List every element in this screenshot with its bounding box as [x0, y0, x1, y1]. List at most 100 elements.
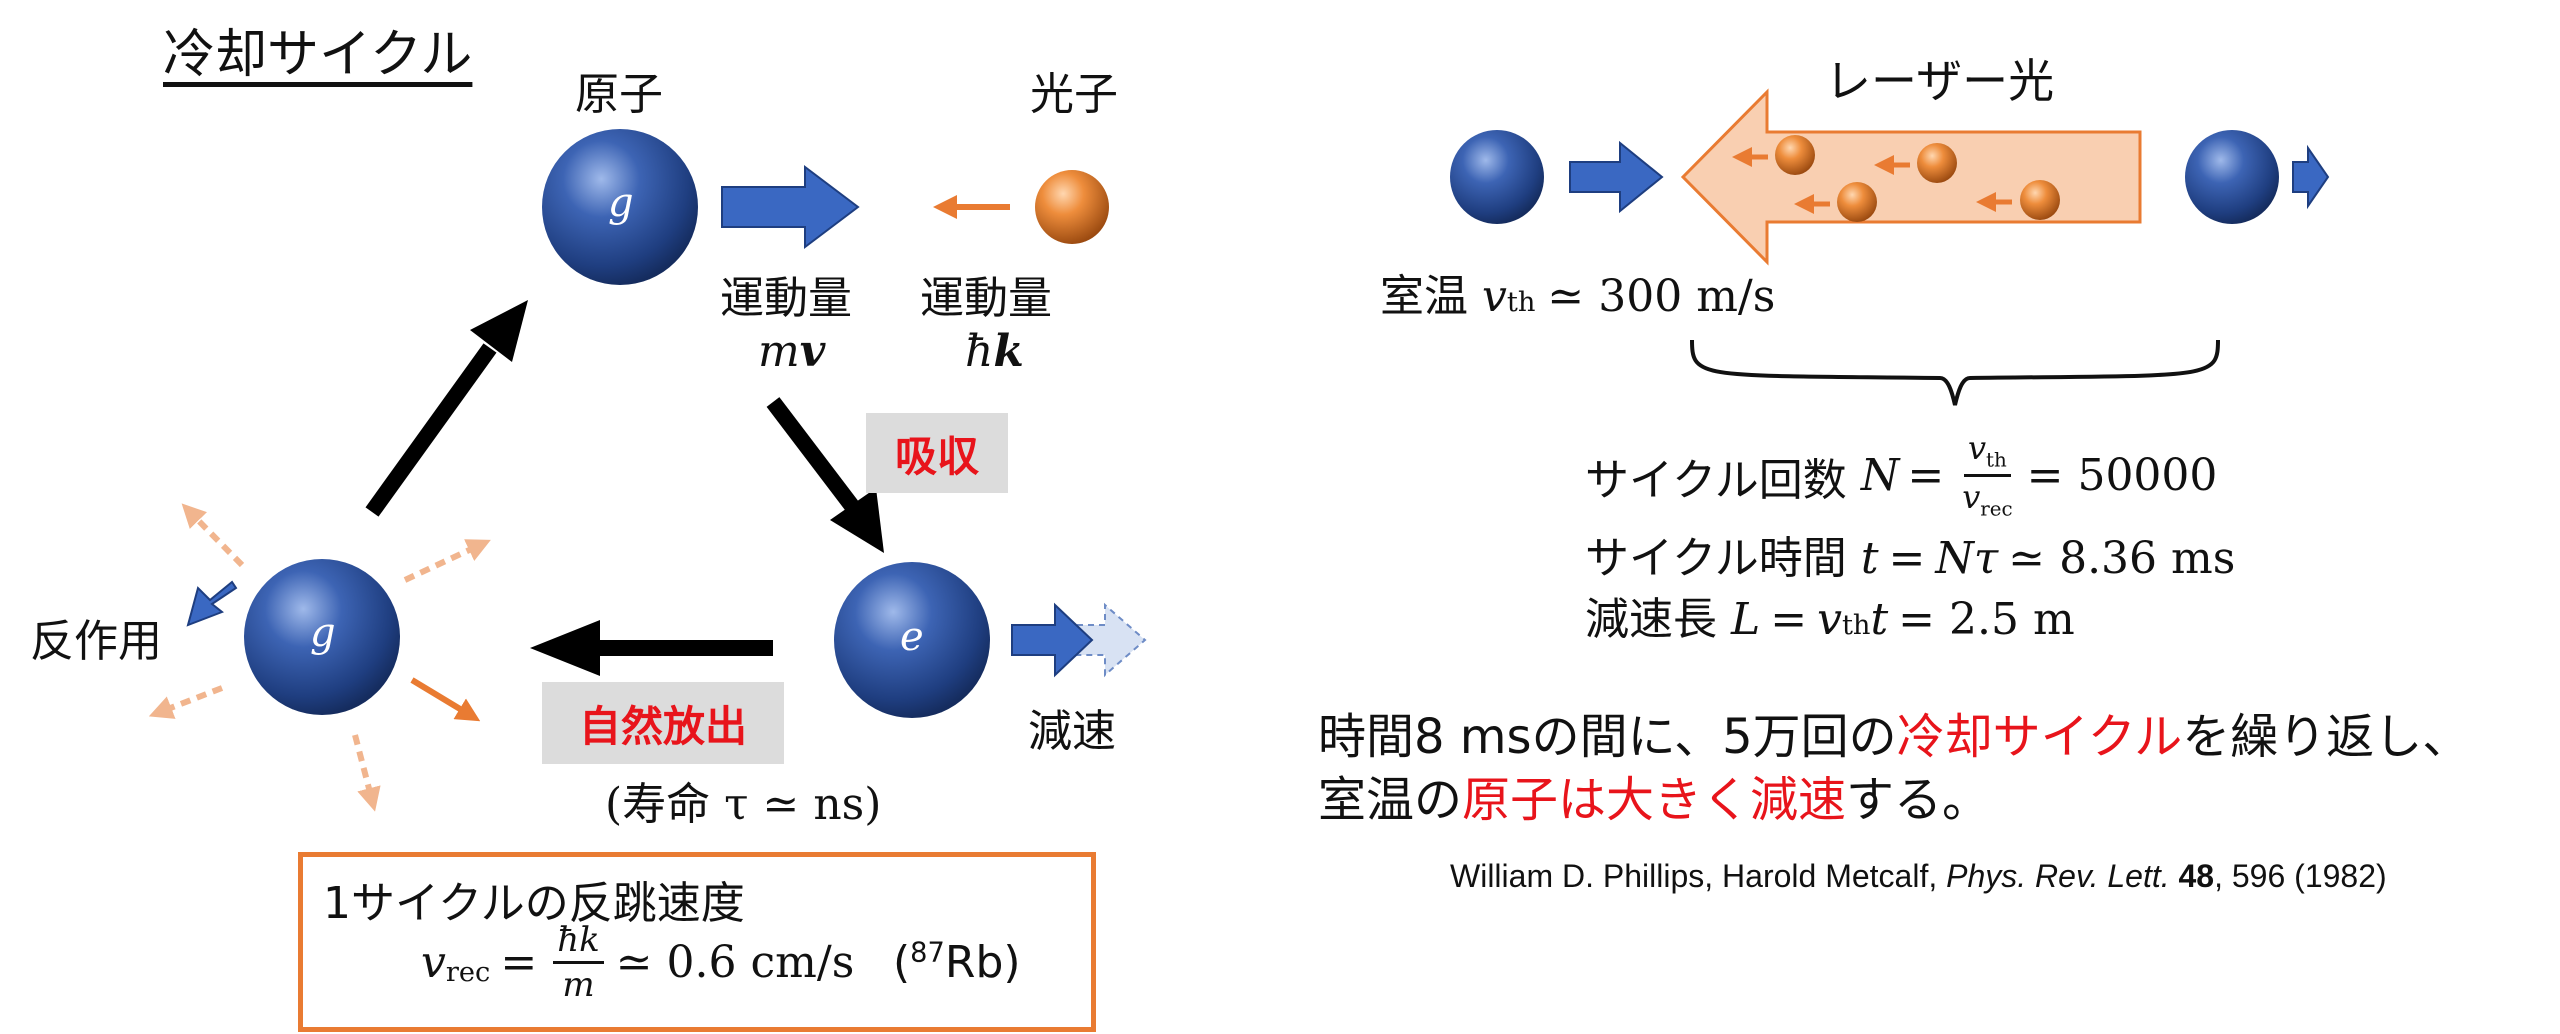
vth-value: ≃ 300 m/s: [1547, 271, 1776, 322]
cycle-arrow-down: [766, 397, 862, 515]
wave-vector: k: [993, 326, 1024, 377]
citation-volume: 48: [2178, 858, 2215, 894]
time-var: t: [1860, 533, 1879, 584]
atom-state-excited: e: [900, 614, 924, 660]
length-var: L: [1731, 594, 1761, 645]
atom-right-excited: [834, 562, 990, 718]
time-tau: τ: [1973, 533, 1999, 584]
length-t: t: [1870, 594, 1889, 645]
recoil-box-title: 1サイクルの反跳速度: [323, 878, 745, 929]
emission-dash-upright: [403, 539, 491, 583]
laser-photon: [2020, 180, 2060, 220]
laser-photon: [1775, 135, 1815, 175]
summary-2a: 室温の: [1318, 772, 1463, 828]
cycle-arrow-up: [365, 343, 497, 517]
mass-symbol: m: [758, 326, 800, 377]
velocity-vector: v: [799, 326, 826, 377]
recoil-approx: ≃ 0.6 cm/s: [615, 937, 855, 988]
cycles-value: = 50000: [2026, 450, 2218, 502]
vth-sub: th: [1506, 287, 1536, 318]
atom-momentum-label: 運動量: [720, 273, 852, 324]
cycles-label: サイクル回数: [1585, 454, 1847, 506]
photon-momentum-label: 運動量: [920, 273, 1052, 324]
atom-momentum-symbol: mv: [758, 326, 825, 377]
right-atom-right: [2185, 130, 2279, 224]
laser-label: レーザー光: [1825, 54, 2055, 108]
isotope-label: (87Rb): [893, 937, 1021, 988]
citation-authors: William D. Phillips, Harold Metcalf,: [1450, 858, 1938, 894]
atom-top-ground: [542, 129, 698, 285]
room-temp-label: 室温: [1380, 271, 1468, 322]
summary-1c: を繰り返し、: [2182, 709, 2471, 765]
photon-sphere: [1035, 170, 1109, 244]
summary-1a: 時間8 msの間に、5万回の: [1318, 709, 1897, 765]
laser-beam-arrow: [1680, 88, 2142, 266]
deceleration-arrow-dashed: [1054, 602, 1147, 678]
summary-2c: する。: [1846, 772, 1991, 828]
lifetime-label: (寿命 τ ≃ ns): [605, 779, 882, 830]
vth-symbol: v: [1482, 271, 1507, 322]
recoil-fraction: ħk m: [553, 923, 604, 1002]
cycle-arrow-left-head: [530, 620, 600, 676]
recoil-frac-num: ħk: [553, 923, 604, 964]
emission-dash-left: [148, 685, 224, 719]
isotope-symbol: Rb: [944, 937, 1004, 988]
laser-photon: [1917, 143, 1957, 183]
recoil-v: v: [421, 937, 446, 988]
deceleration-label: 減速: [1028, 706, 1116, 757]
time-label: サイクル時間: [1585, 533, 1847, 584]
spontaneous-emission-tag: 自然放出: [542, 682, 784, 764]
absorption-tag: 吸収: [866, 413, 1008, 493]
cycle-title: 冷却サイクル: [163, 25, 473, 85]
atom-state-top: g: [608, 180, 634, 226]
atom-state-left: g: [310, 610, 336, 656]
cycles-var: N: [1860, 450, 1900, 502]
cycles-frac-den-v: v: [1962, 478, 1981, 517]
emission-dash-upleft: [181, 503, 245, 568]
right-atom-left: [1450, 130, 1544, 224]
cycles-line: サイクル回数 N = vth vrec = 50000: [1585, 429, 2218, 521]
right-atom-velocity-arrow: [1569, 140, 1664, 214]
length-label: 減速長: [1585, 594, 1717, 645]
cycles-frac-den-sub: rec: [1980, 497, 2013, 521]
cycle-arrow-down-head: [830, 488, 884, 553]
reaction-arrow: [186, 580, 238, 627]
summary-1b: 冷却サイクル: [1896, 709, 2183, 765]
summary-line-1: 時間8 msの間に、5万回の冷却サイクルを繰り返し、: [1318, 697, 2470, 767]
length-v-sub: th: [1841, 610, 1871, 641]
cycle-arrow-up-head: [470, 300, 528, 362]
deceleration-arrow-solid: [1011, 602, 1094, 678]
citation: William D. Phillips, Harold Metcalf, Phy…: [1450, 858, 2387, 895]
laser-photon: [1837, 182, 1877, 222]
recoil-sub: rec: [445, 957, 491, 988]
atom-left-ground: [244, 559, 400, 715]
reaction-label: 反作用: [30, 616, 162, 667]
length-v: v: [1817, 594, 1842, 645]
summary-2b: 原子は大きく減速: [1462, 772, 1847, 828]
cycles-fraction: vth vrec: [1958, 432, 2016, 519]
isotope-mass: 87: [910, 937, 945, 969]
cycles-frac-num-v: v: [1967, 429, 1987, 467]
length-value: = 2.5 m: [1898, 594, 2075, 645]
atom-label: 原子: [575, 69, 663, 120]
photon-label: 光子: [1030, 69, 1118, 120]
citation-journal: Phys. Rev. Lett.: [1946, 858, 2170, 894]
summary-line-2: 室温の原子は大きく減速する。: [1318, 760, 1990, 830]
recoil-frac-den: m: [562, 965, 595, 1005]
atom-momentum-arrow: [721, 164, 860, 250]
citation-rest: , 596 (1982): [2214, 858, 2387, 894]
time-value: ≃ 8.36 ms: [2008, 533, 2236, 584]
cycles-frac-num-sub: th: [1986, 448, 2007, 472]
right-atom-slow-arrow: [2292, 144, 2330, 210]
time-N: N: [1935, 533, 1974, 584]
hbar-symbol: ħ: [965, 326, 994, 377]
photon-momentum-symbol: ħk: [965, 326, 1024, 377]
emission-dash-down: [352, 734, 381, 812]
distance-brace: [1690, 339, 2220, 406]
